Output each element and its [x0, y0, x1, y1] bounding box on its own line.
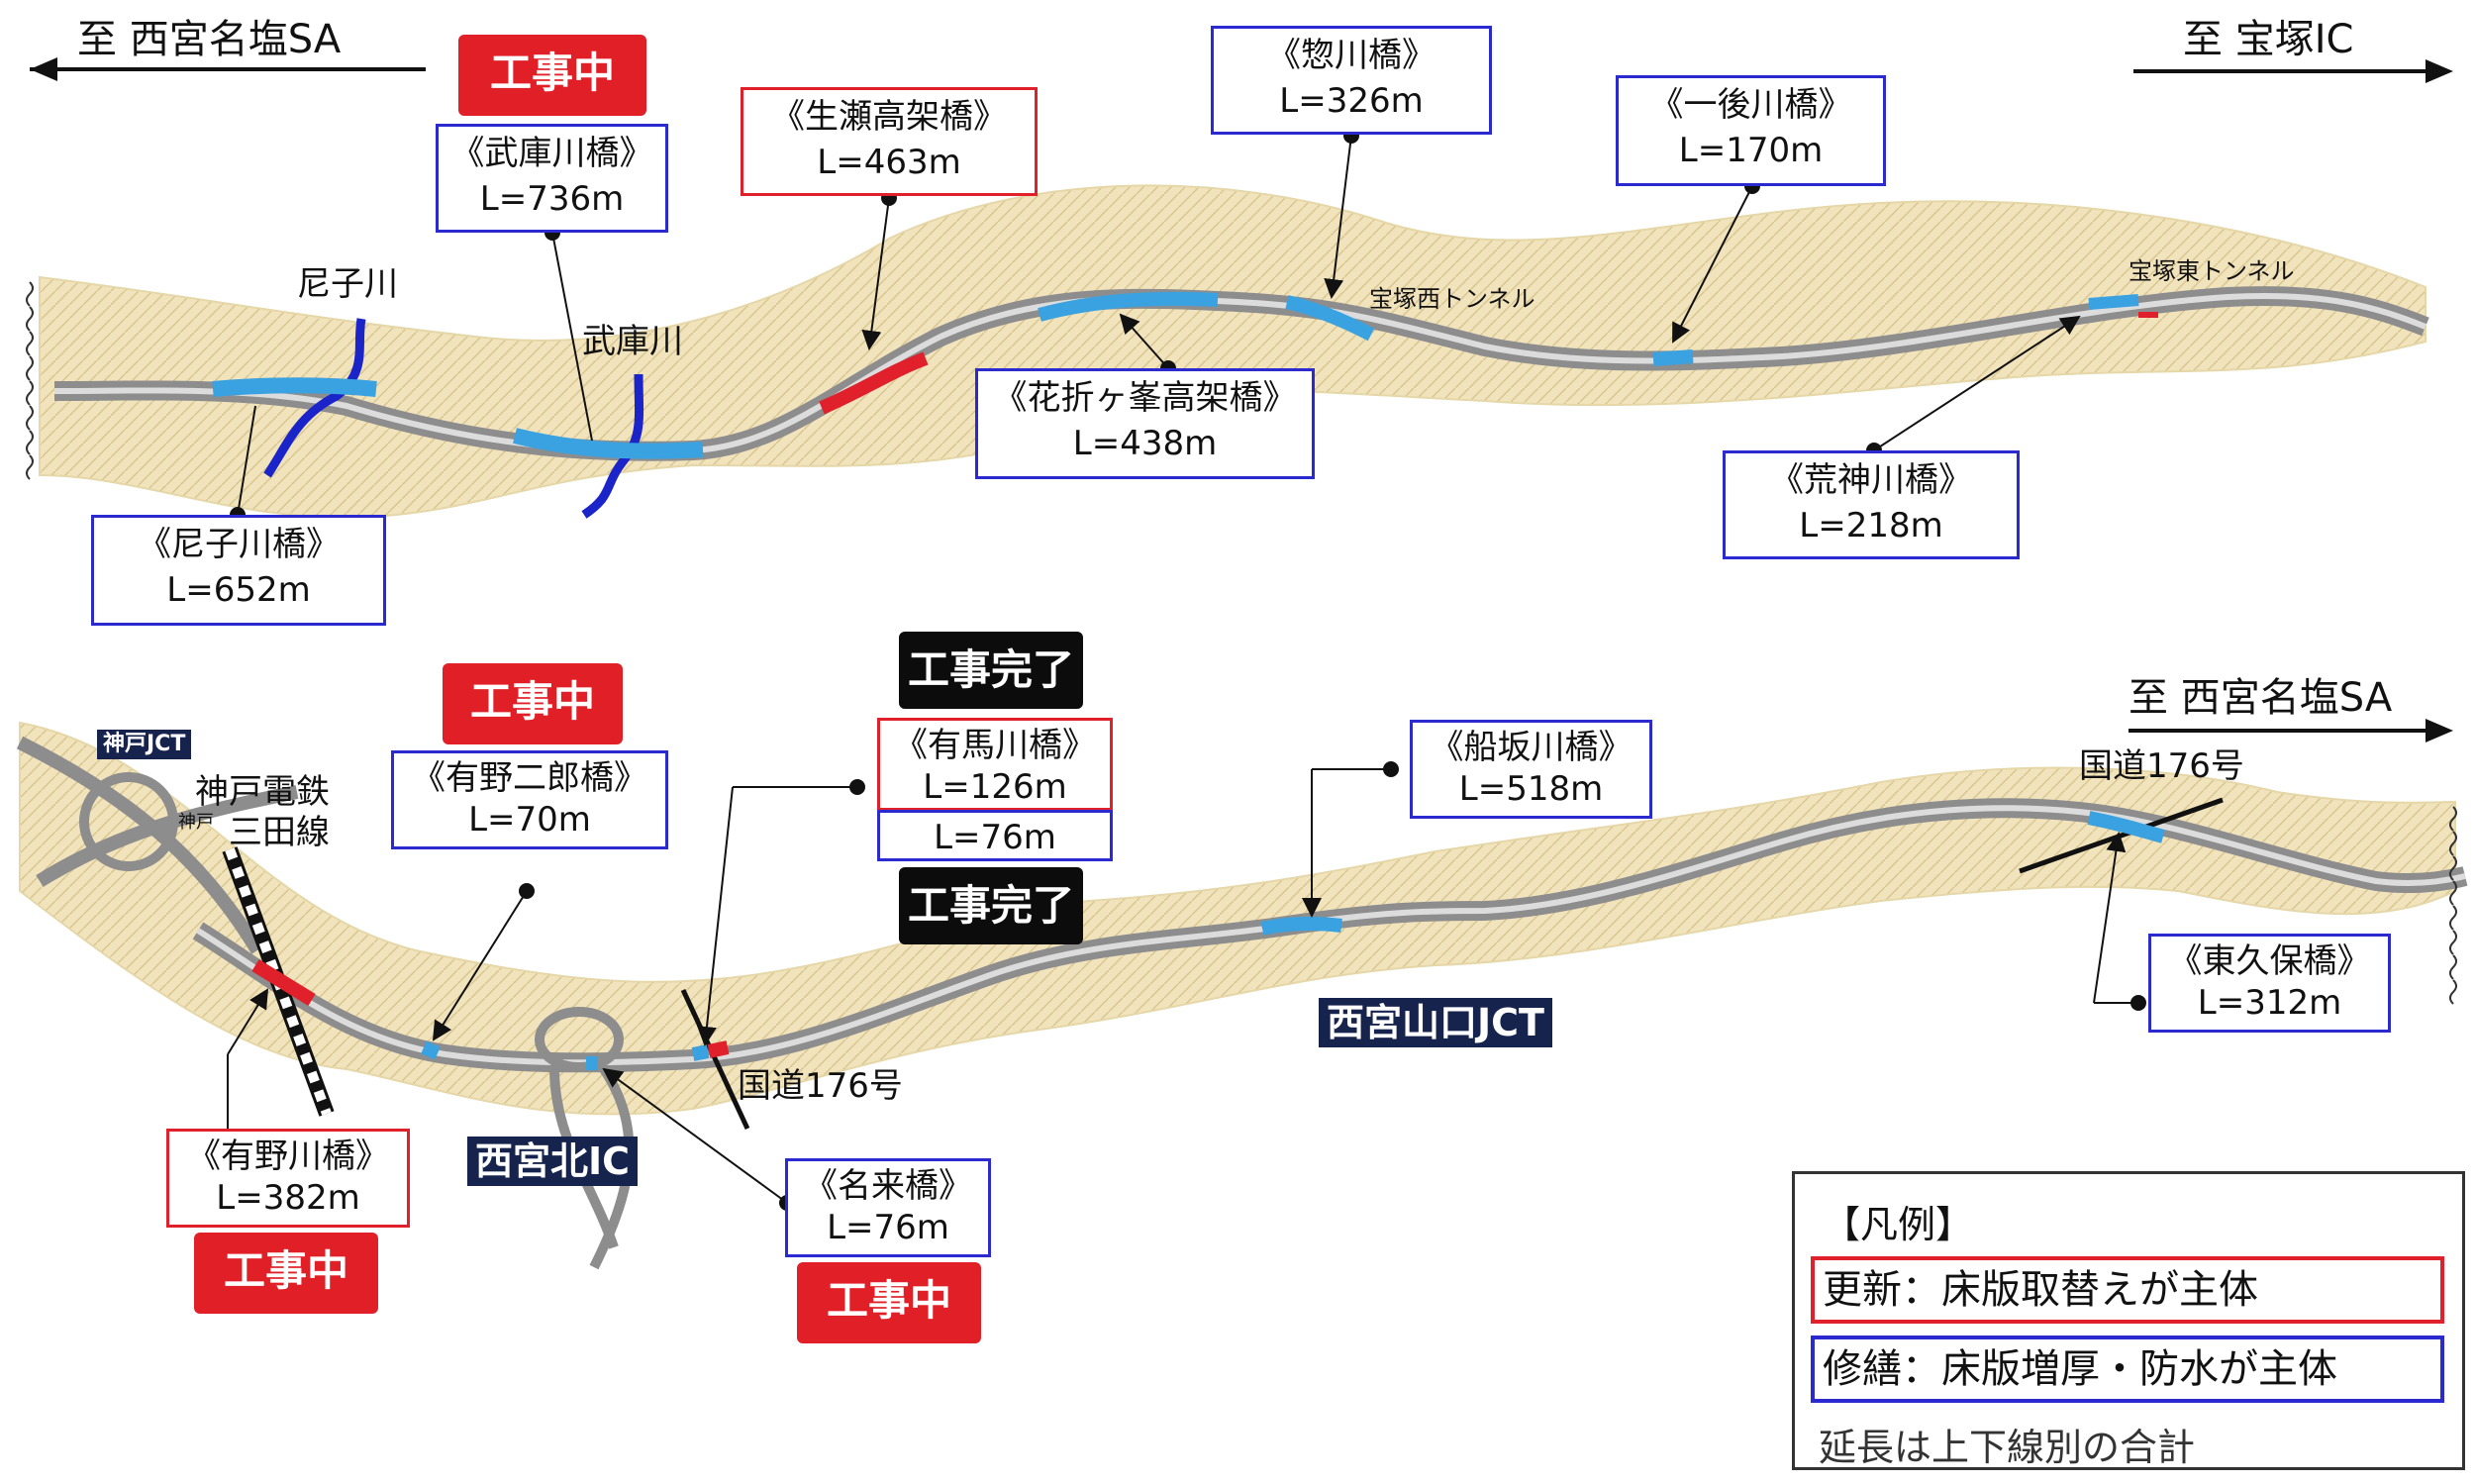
- bridge-length-renewal: L=126m: [923, 767, 1067, 807]
- direction-arrow-right-top: [2133, 59, 2453, 83]
- bridge-name: 《花折ヶ峯高架橋》: [993, 378, 1297, 418]
- bridge-length: L=438m: [1072, 424, 1218, 463]
- bridge-length: L=218m: [1799, 506, 1943, 545]
- direction-label-right-top: 至 宝塚IC: [2183, 17, 2354, 62]
- route176-label-a: 国道176号: [738, 1066, 903, 1106]
- river-muko: [581, 373, 644, 519]
- segment-arinojirou: [421, 1040, 441, 1060]
- segment-arimagawa-blue: [691, 1044, 710, 1061]
- segment-namaze: [819, 351, 929, 415]
- segment-arinogawa: [251, 959, 316, 1006]
- bridge-name: 《有野二郎橋》: [412, 758, 647, 798]
- segment-sougawa: [1285, 295, 1375, 342]
- bridge-label-hanaorigamine: 《花折ヶ峯高架橋》 L=438m: [975, 368, 1315, 479]
- river-label-amako: 尼子川: [297, 264, 398, 304]
- bridge-name: 《一後川橋》: [1649, 85, 1852, 125]
- bridge-name: 《尼子川橋》: [138, 525, 340, 564]
- bridge-length: L=326m: [1279, 81, 1424, 121]
- bridge-label-arimagawa: 《有馬川橋》 L=126m: [877, 718, 1113, 811]
- segment-higashikubo: [2087, 811, 2165, 843]
- segment-funasakagawa: [1260, 917, 1342, 936]
- bridge-label-mukogawa: 《武庫川橋》 L=736m: [436, 124, 668, 233]
- kobe-jct-tag: 神戸JCT: [97, 730, 192, 759]
- break-mark-top: [26, 281, 34, 480]
- direction-label-right-bottom: 至 西宮名塩SA: [2128, 675, 2393, 721]
- bridge-label-arimagawa-repair: L=76m: [877, 810, 1113, 861]
- bridge-name: 《船坂川橋》: [1430, 728, 1633, 767]
- bridge-length: L=382m: [216, 1178, 360, 1218]
- bridge-label-funasakagawa: 《船坂川橋》 L=518m: [1410, 720, 1652, 819]
- bridge-name: 《武庫川橋》: [450, 134, 653, 173]
- legend-note: 延長は上下線別の合計: [1819, 1426, 2196, 1469]
- segment-amakogawa: [212, 377, 377, 397]
- legend-renewal: 更新：床版取替えが主体: [1811, 1256, 2444, 1324]
- nishinomiya-yamaguchi-jct-tag: 西宮山口JCT: [1319, 998, 1552, 1047]
- bridge-label-amakogawa: 《尼子川橋》 L=652m: [91, 515, 386, 626]
- bridge-label-arinojirou: 《有野二郎橋》 L=70m: [391, 750, 668, 849]
- bridge-length: L=736m: [479, 179, 625, 219]
- bridge-name: 《東久保橋》: [2168, 941, 2371, 981]
- status-badge-arinogawa: 工事中: [194, 1233, 378, 1314]
- bridge-name: 《名来橋》: [804, 1166, 972, 1206]
- bridge-length: L=652m: [166, 570, 311, 610]
- legend-title: 【凡例】: [1823, 1203, 1974, 1246]
- status-badge-arimagawa-bottom: 工事完了: [899, 867, 1083, 944]
- river-label-muko: 武庫川: [582, 322, 683, 361]
- direction-arrow-left-top: [30, 57, 426, 81]
- bridge-name: 《有野川橋》: [187, 1137, 389, 1176]
- legend-repair: 修繕：床版増厚・防水が主体: [1811, 1336, 2444, 1403]
- bridge-length: L=312m: [2197, 983, 2342, 1023]
- bridge-length: L=76m: [827, 1208, 949, 1247]
- status-badge-nakuru: 工事中: [797, 1262, 981, 1343]
- status-badge-mukogawa: 工事中: [458, 35, 646, 116]
- bridge-label-arinogawa: 《有野川橋》 L=382m: [166, 1129, 410, 1228]
- segment-ichigogawa: [1652, 349, 1694, 366]
- kobe-jct-graphic: [16, 736, 299, 954]
- bridge-label-nakuru: 《名来橋》 L=76m: [785, 1158, 991, 1257]
- railway-label: 神戸電鉄 三田線: [195, 772, 330, 852]
- river-amako: [263, 318, 366, 478]
- segment-arimagawa-red: [707, 1040, 730, 1058]
- route176-label-b: 国道176号: [2079, 746, 2244, 786]
- kobe-small-label: 神戸: [178, 812, 214, 833]
- route176-line-a: [680, 988, 750, 1131]
- segment-mukogawa: [513, 428, 704, 459]
- bridge-label-koujingawa: 《荒神川橋》 L=218m: [1723, 450, 2020, 559]
- status-badge-arinojirou: 工事中: [443, 663, 623, 744]
- bridge-name: 《荒神川橋》: [1770, 460, 1972, 500]
- leader-lines-bottom: [227, 761, 2146, 1211]
- bridge-name: 《生瀬高架橋》: [771, 97, 1007, 137]
- break-mark-bottom: [2449, 806, 2457, 1005]
- bridge-length: L=463m: [817, 143, 961, 182]
- bridge-label-namaze: 《生瀬高架橋》 L=463m: [741, 87, 1038, 196]
- bridge-name: 《惣川橋》: [1267, 36, 1436, 75]
- tunnel-label-east: 宝塚東トンネル: [2128, 257, 2295, 285]
- tunnel-label-west: 宝塚西トンネル: [1369, 285, 1535, 313]
- bridge-length-repair: L=76m: [934, 818, 1056, 857]
- bridge-length: L=518m: [1458, 769, 1604, 809]
- bridge-label-ichigogawa: 《一後川橋》 L=170m: [1616, 75, 1886, 186]
- direction-label-left-top: 至 西宮名塩SA: [77, 17, 342, 62]
- bridge-label-higashikubo: 《東久保橋》 L=312m: [2148, 934, 2391, 1033]
- status-badge-arimagawa-top: 工事完了: [899, 632, 1083, 709]
- nishinomiya-kita-ic-tag: 西宮北IC: [467, 1137, 639, 1186]
- bridge-name: 《有馬川橋》: [894, 726, 1096, 765]
- bridge-length: L=70m: [468, 800, 591, 840]
- segment-koujingawa: [2088, 294, 2139, 310]
- bridge-length: L=170m: [1678, 131, 1824, 170]
- bridge-label-sougawa: 《惣川橋》 L=326m: [1211, 26, 1492, 135]
- direction-arrow-right-bottom: [2128, 719, 2453, 742]
- segment-hanaorigamine: [1038, 291, 1219, 322]
- legend: 【凡例】 更新：床版取替えが主体 修繕：床版増厚・防水が主体 延長は上下線別の合…: [1792, 1171, 2465, 1470]
